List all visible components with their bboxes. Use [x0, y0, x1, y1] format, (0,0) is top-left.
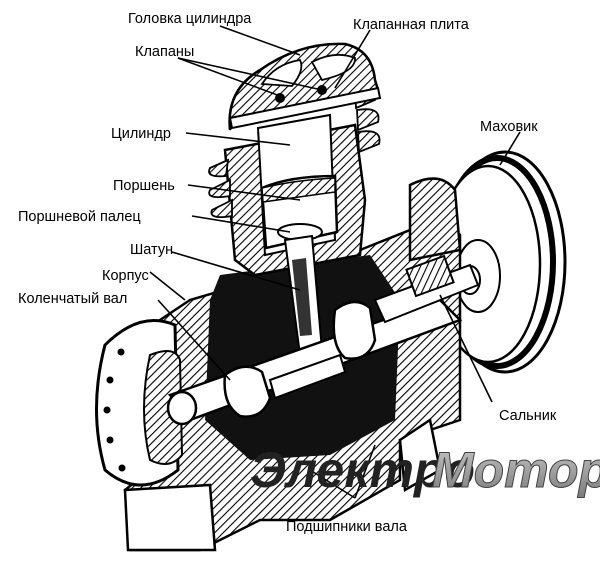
- label-piston-pin: Поршневой палец: [18, 209, 141, 225]
- label-crankshaft: Коленчатый вал: [18, 291, 127, 307]
- watermark: Электро Мотор: [250, 442, 600, 499]
- valve-plate: [228, 85, 382, 130]
- label-valves: Клапаны: [135, 44, 194, 60]
- flywheel: [434, 150, 567, 374]
- label-cylinder-head: Головка цилиндра: [128, 11, 252, 27]
- label-connecting-rod: Шатун: [130, 242, 173, 258]
- label-piston: Поршень: [113, 178, 175, 194]
- label-oil-seal: Сальник: [499, 408, 557, 424]
- label-cylinder: Цилиндр: [111, 126, 171, 142]
- watermark-part2: Мотор: [432, 442, 600, 498]
- leader-lines: [149, 25, 521, 499]
- oil-seal: [405, 254, 455, 298]
- label-flywheel: Маховик: [480, 119, 538, 135]
- label-valve-plate: Клапанная плита: [353, 17, 470, 33]
- connecting-rod: [283, 234, 324, 357]
- label-housing: Корпус: [102, 268, 149, 284]
- label-shaft-bearings: Подшипники вала: [286, 519, 408, 535]
- watermark-part1: Электро: [250, 442, 475, 498]
- cylinder-head: [228, 42, 380, 131]
